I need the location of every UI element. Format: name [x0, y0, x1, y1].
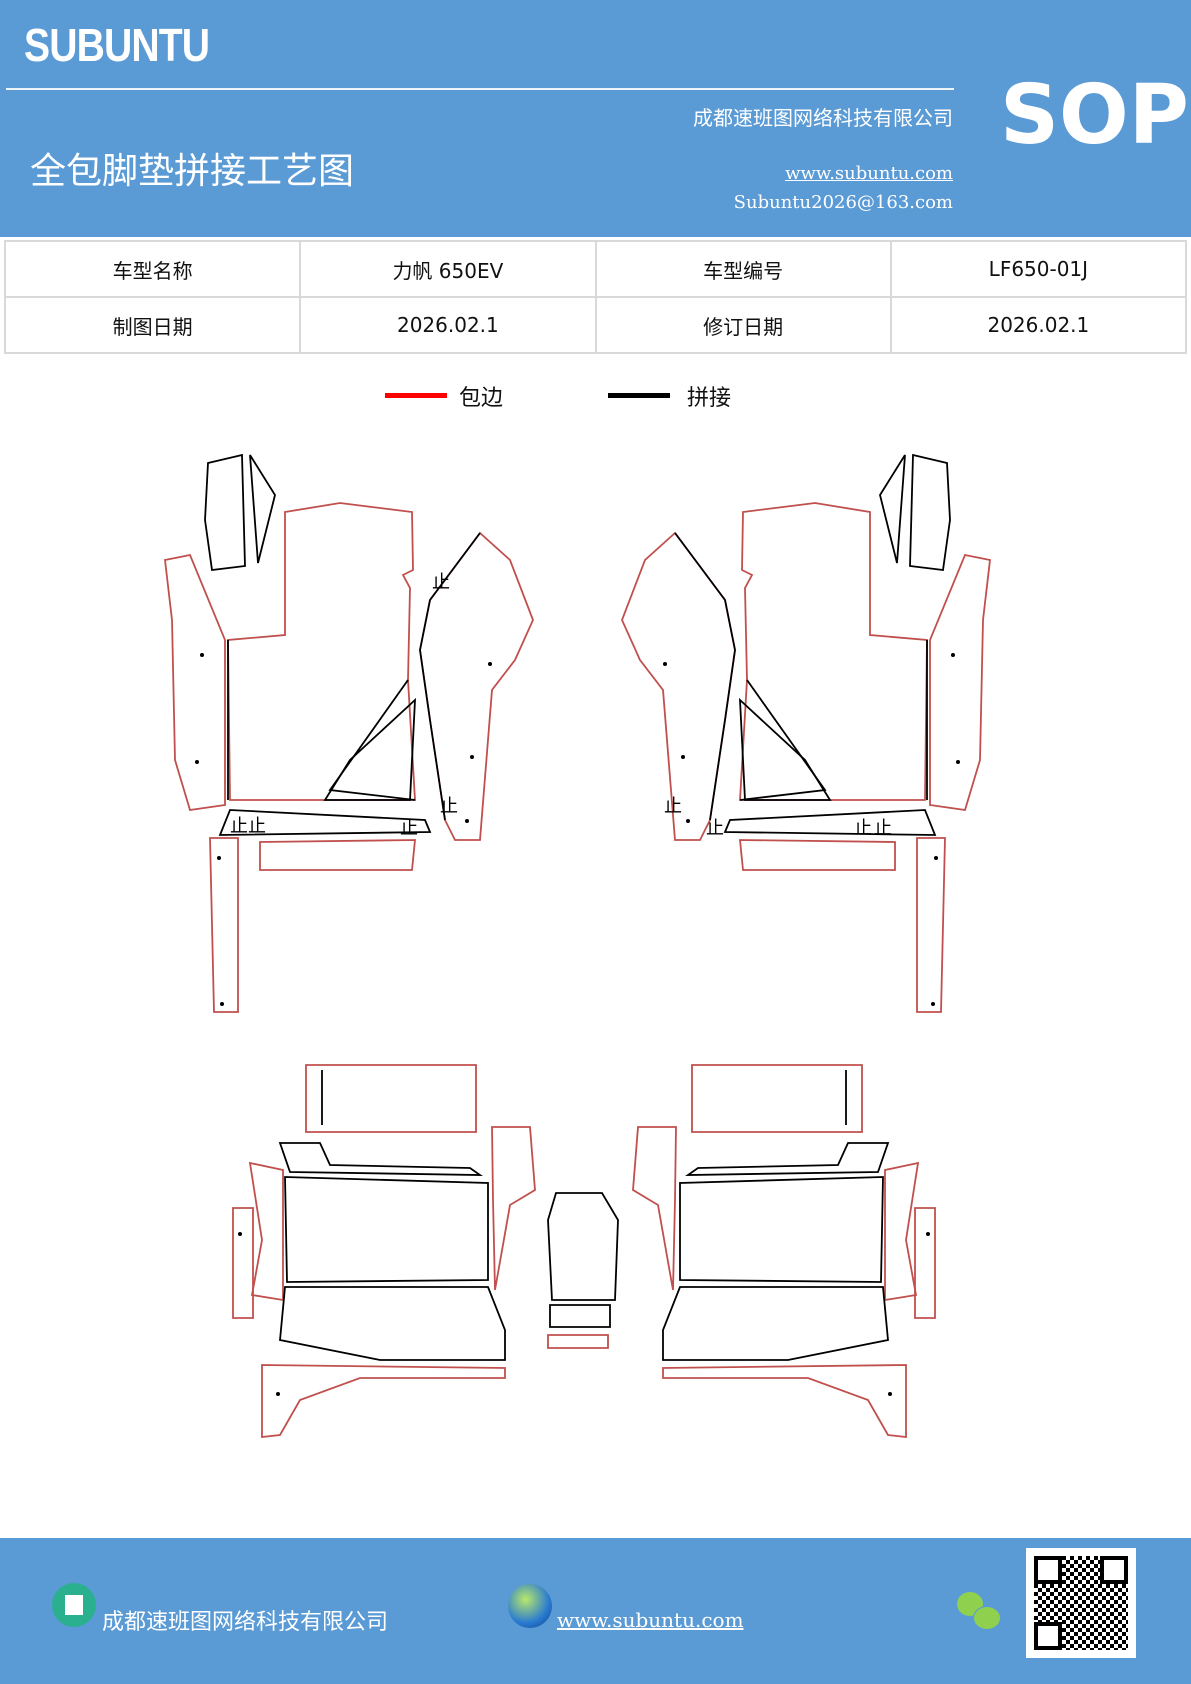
legend: 包边 拼接	[0, 380, 1191, 420]
header: SUBUNTU 成都速班图网络科技有限公司 SOP 全包脚垫拼接工艺图 www.…	[0, 0, 1191, 237]
legend-swatch-seam	[608, 393, 670, 398]
mat-piece	[305, 1064, 477, 1133]
mat-piece	[278, 1142, 483, 1176]
hole-mark	[470, 755, 474, 759]
hole-mark	[276, 1392, 280, 1396]
stop-mark: 止	[874, 818, 892, 839]
website-link[interactable]: www.subuntu.com	[785, 163, 953, 184]
table-row: 制图日期 2026.02.1 修订日期 2026.02.1	[3, 296, 1188, 354]
mat-piece	[259, 839, 416, 871]
stop-mark: 止	[230, 816, 248, 837]
stop-marks: 止 止 止 止 止 止 止 止 止	[230, 572, 892, 839]
mat-piece	[284, 1176, 489, 1283]
mat-piece	[249, 454, 276, 564]
stop-mark: 止	[432, 572, 450, 593]
mat-piece	[164, 553, 226, 812]
mat-piece	[209, 837, 239, 1013]
brand-logo: SUBUNTU	[24, 19, 210, 71]
hole-mark	[217, 856, 221, 860]
wechat-icon	[957, 1592, 1001, 1632]
legend-label-seam: 拼接	[687, 386, 732, 411]
header-divider	[6, 88, 954, 90]
qr-code	[1026, 1548, 1136, 1658]
mat-piece	[549, 1304, 611, 1328]
front-right-mat-group	[621, 454, 991, 1013]
mat-piece	[491, 1126, 536, 1291]
hole-mark	[488, 662, 492, 666]
globe-icon	[508, 1584, 552, 1628]
hole-mark	[238, 1232, 242, 1236]
sop-badge: SOP	[1000, 68, 1189, 163]
legend-label-edge: 包边	[459, 386, 504, 411]
mat-piece	[248, 1161, 284, 1302]
footer-company: 成都速班图网络科技有限公司	[102, 1610, 389, 1635]
mat-piece	[323, 697, 417, 801]
hole-mark	[200, 653, 204, 657]
footer: 成都速班图网络科技有限公司 www.subuntu.com	[0, 1538, 1191, 1684]
center-tunnel-group	[547, 1192, 619, 1349]
mat-piece	[227, 502, 416, 801]
mat-piece	[261, 1364, 506, 1439]
mat-piece	[547, 1192, 619, 1301]
label-model-name: 车型名称	[3, 240, 302, 298]
stop-mark: 止	[664, 796, 682, 817]
value-revise-date: 2026.02.1	[889, 296, 1188, 354]
mat-piece	[279, 1286, 506, 1361]
hole-mark	[465, 819, 469, 823]
stop-mark: 止	[400, 818, 418, 839]
label-model-code: 车型编号	[594, 240, 892, 298]
stop-mark: 止	[706, 818, 724, 839]
mat-seam	[419, 532, 481, 821]
legend-swatch-edge	[385, 393, 447, 398]
rear-right-mat-group	[632, 1064, 936, 1438]
front-left-mat-group	[164, 453, 534, 1013]
rear-left-mat-group	[232, 1064, 536, 1439]
info-table: 车型名称 力帆 650EV 车型编号 LF650-01J 制图日期 2026.0…	[3, 240, 1188, 354]
stop-mark: 止	[854, 818, 872, 839]
stop-mark: 止	[440, 796, 458, 817]
footer-website-link[interactable]: www.subuntu.com	[557, 1608, 744, 1632]
stop-mark: 止	[248, 816, 266, 837]
mat-piece	[547, 1334, 609, 1349]
table-row: 车型名称 力帆 650EV 车型编号 LF650-01J	[3, 240, 1188, 298]
mat-piece	[204, 453, 246, 571]
page-title: 全包脚垫拼接工艺图	[30, 151, 355, 192]
building-icon	[52, 1583, 96, 1627]
email: Subuntu2026@163.com	[733, 192, 953, 213]
label-revise-date: 修订日期	[594, 296, 892, 354]
label-draw-date: 制图日期	[3, 296, 302, 354]
value-draw-date: 2026.02.1	[299, 296, 597, 354]
hole-mark	[220, 1002, 224, 1006]
mat-piece	[218, 809, 432, 836]
value-model-name: 力帆 650EV	[299, 240, 597, 298]
hole-mark	[195, 760, 199, 764]
company-name: 成都速班图网络科技有限公司	[693, 106, 953, 130]
value-model-code: LF650-01J	[889, 240, 1188, 298]
mat-piece	[232, 1207, 254, 1319]
mat-seam	[227, 640, 416, 801]
